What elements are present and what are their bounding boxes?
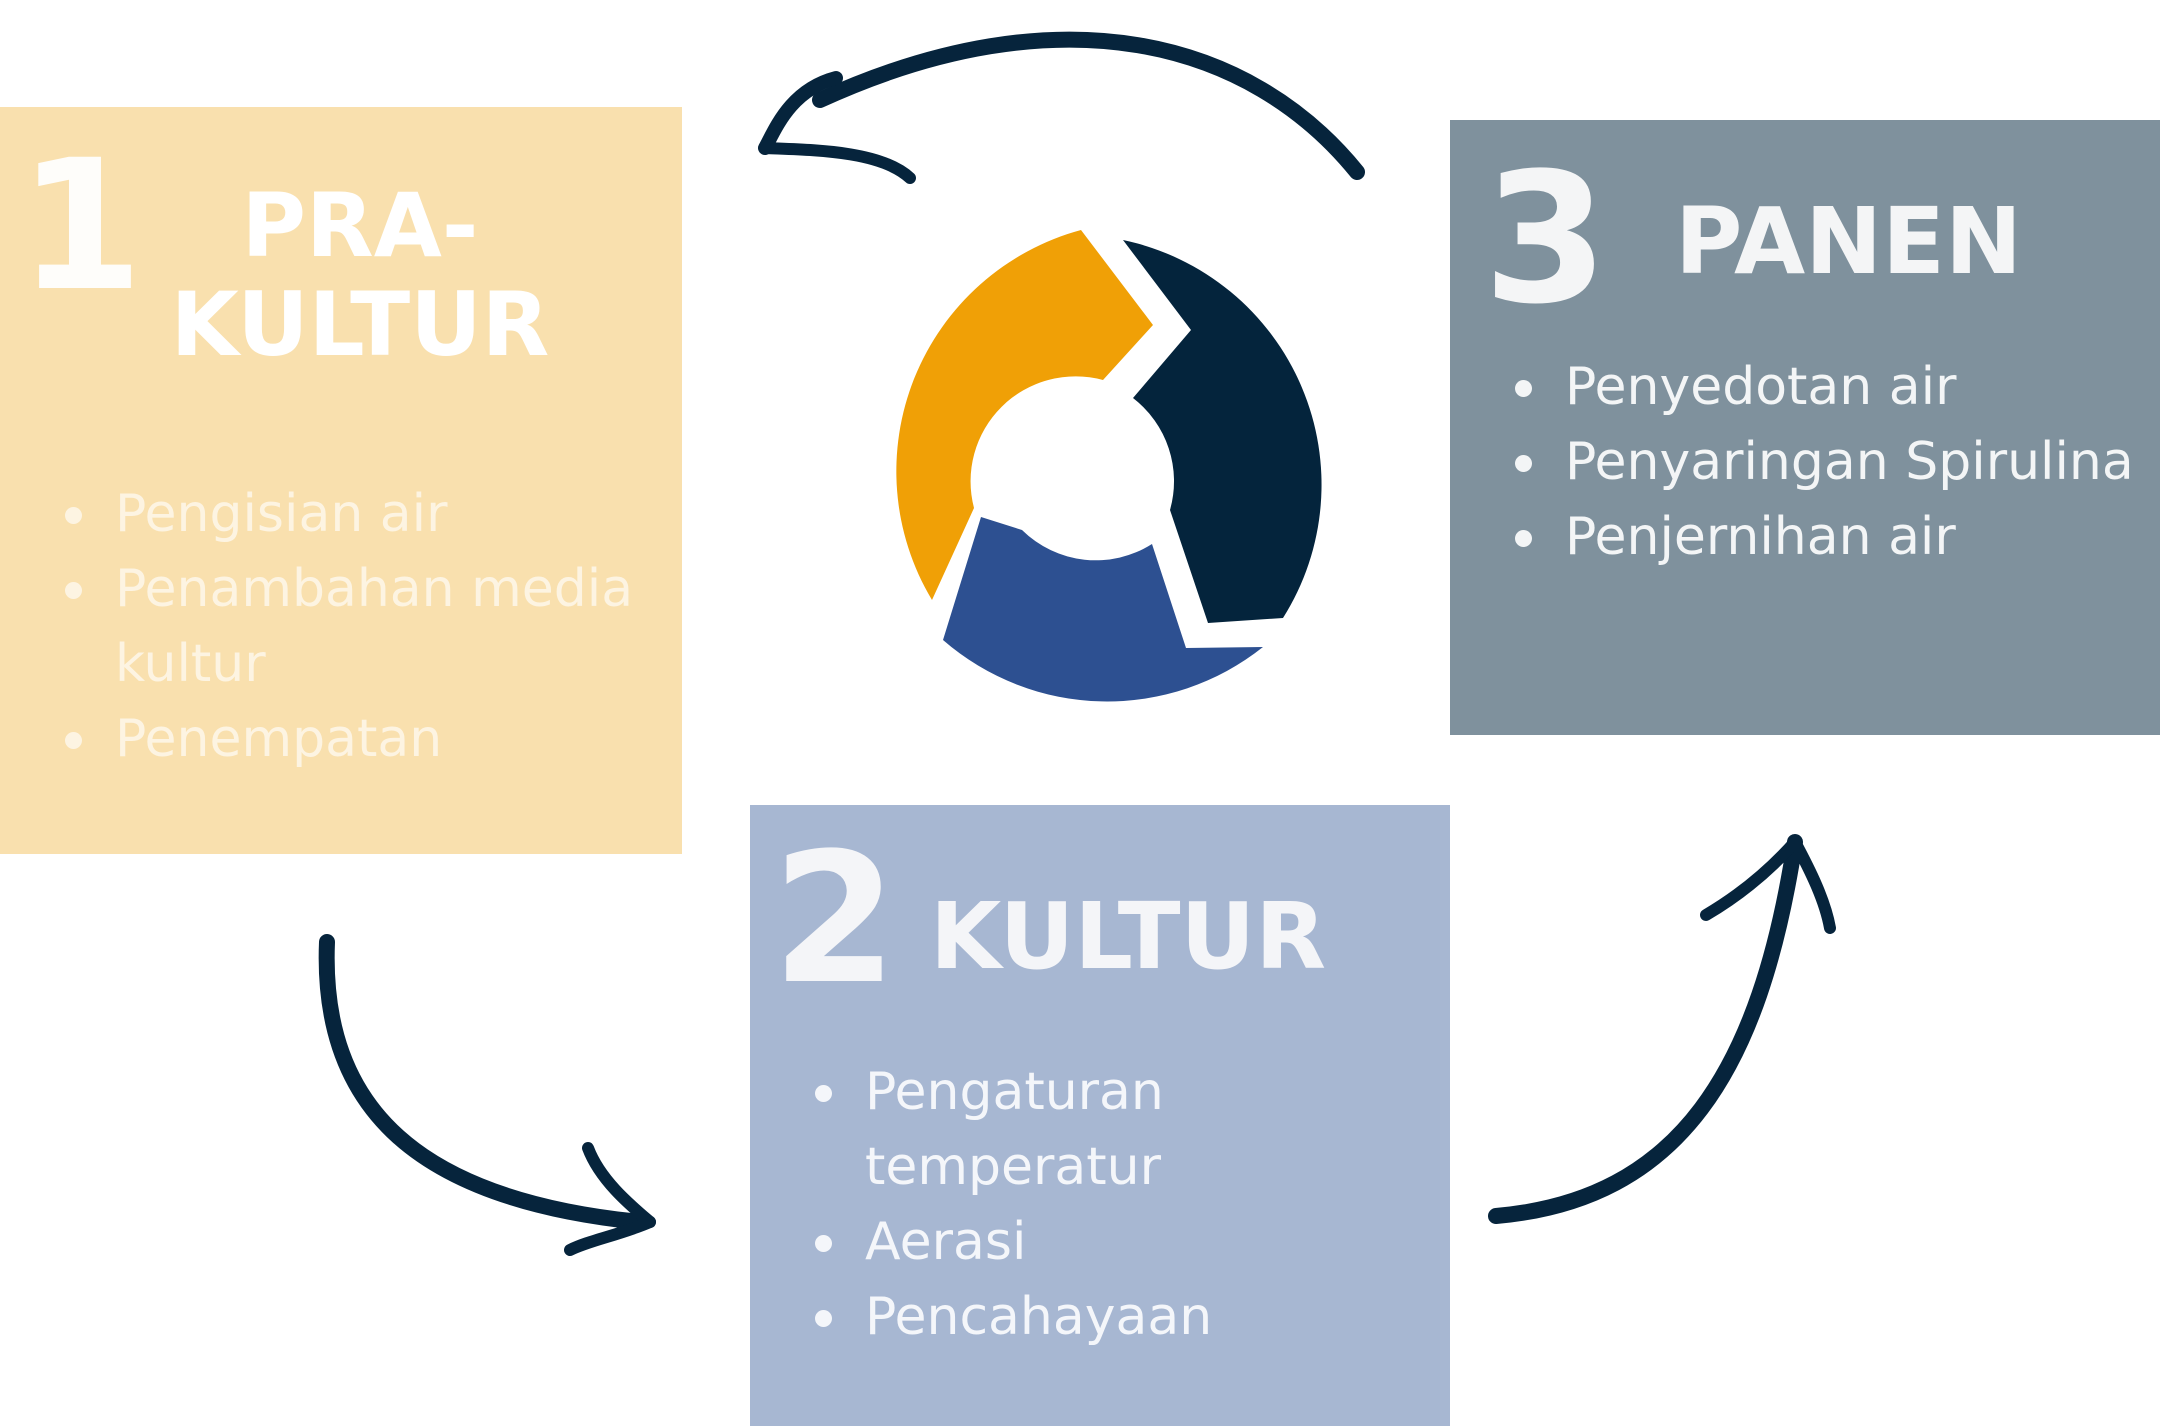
stage-1-title: PRA-KULTUR — [170, 174, 550, 376]
stage-1-box: 1 PRA-KULTUR Pengisian air Penambahan me… — [0, 107, 682, 854]
stage-3-list: Penyedotan air Penyaringan Spirulina Pen… — [1515, 350, 2155, 575]
cycle-segment-blue — [943, 517, 1263, 702]
stage-3-box: 3 PANEN Penyedotan air Penyaringan Spiru… — [1450, 120, 2160, 735]
stage-1-number: 1 — [18, 122, 144, 331]
list-item: Penyedotan air — [1515, 350, 2155, 425]
stage-2-number: 2 — [772, 815, 898, 1024]
cycle-segment-navy — [1123, 240, 1322, 623]
stage-2-box: 2 KULTUR Pengaturan temperatur Aerasi Pe… — [750, 805, 1450, 1426]
list-item: Aerasi — [815, 1205, 1435, 1280]
list-item: Penyaringan Spirulina — [1515, 425, 2155, 500]
curved-arrow-icon — [758, 31, 1365, 184]
list-item: Pencahayaan — [815, 1280, 1435, 1355]
list-item: Penambahan media kultur — [65, 552, 665, 702]
list-item: Pengaturan temperatur — [815, 1055, 1435, 1205]
curved-arrow-icon — [1488, 834, 1836, 1224]
list-item: Pengisian air — [65, 477, 665, 552]
stage-3-number: 3 — [1483, 135, 1609, 344]
cycle-segment-orange — [896, 230, 1153, 600]
list-item: Penjernihan air — [1515, 500, 2155, 575]
stage-2-list: Pengaturan temperatur Aerasi Pencahayaan — [815, 1055, 1435, 1355]
cycle-icon — [896, 230, 1322, 702]
curved-arrow-icon — [318, 934, 656, 1256]
stage-2-title: KULTUR — [930, 883, 1327, 990]
list-item: Penempatan — [65, 702, 665, 777]
stage-3-title: PANEN — [1675, 188, 2023, 295]
stage-1-list: Pengisian air Penambahan media kultur Pe… — [65, 477, 665, 777]
